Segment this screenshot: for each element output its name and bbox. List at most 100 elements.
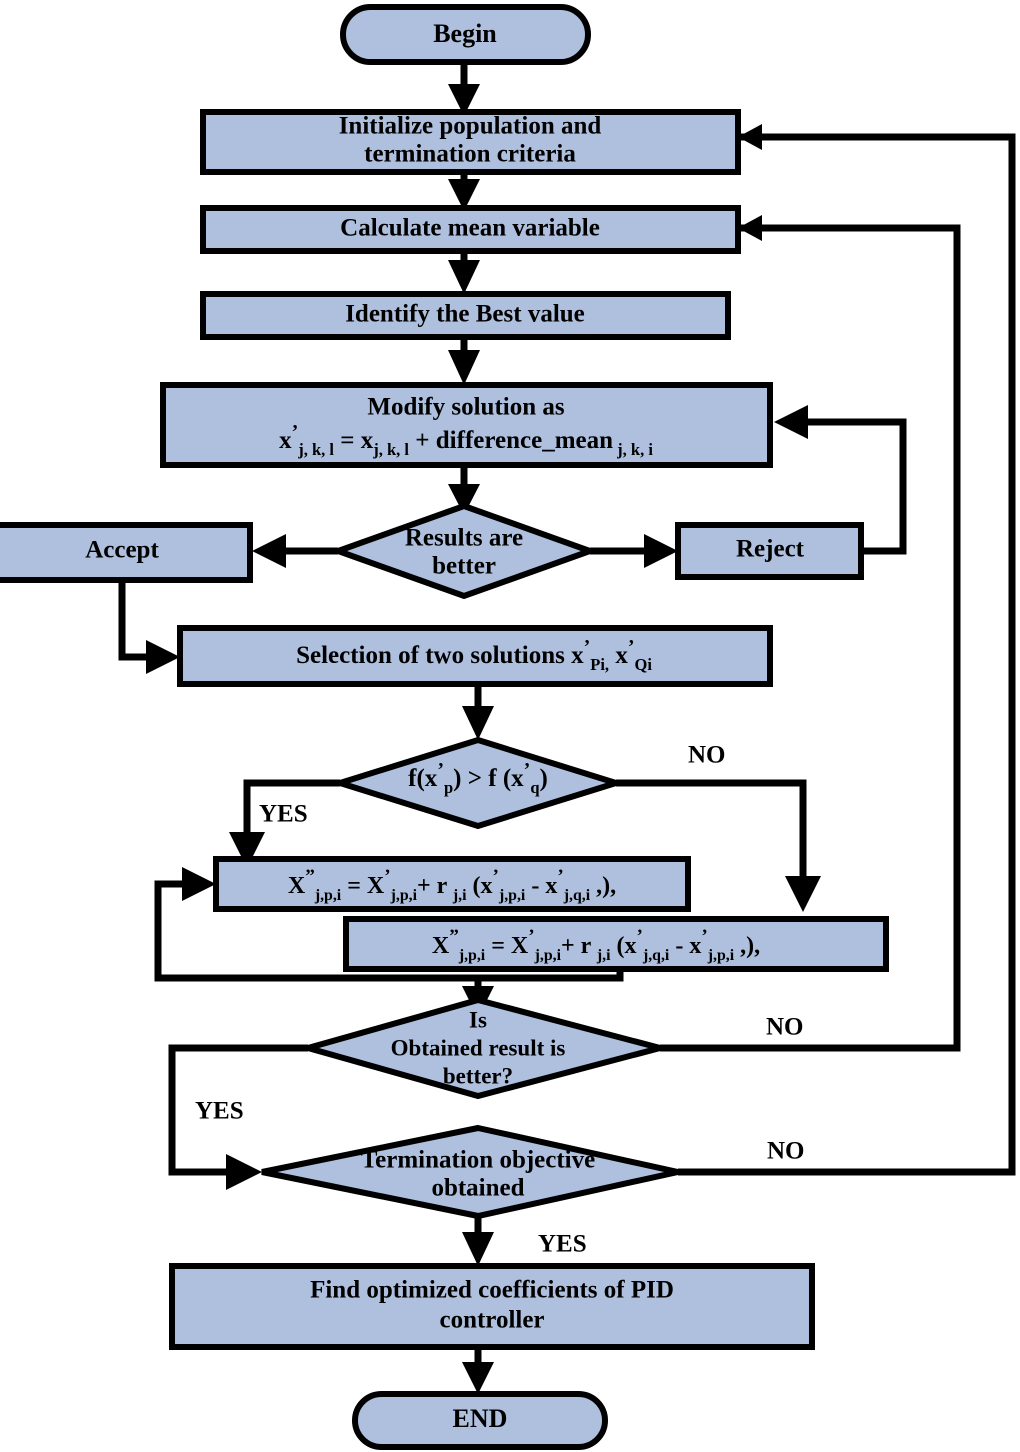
- fn-X: X: [432, 933, 450, 959]
- node-termination[interactable]: Termination objective obtained: [261, 1124, 679, 1220]
- compare-f-gt: ) > f (x: [453, 765, 524, 792]
- fy-prime3: ’: [493, 866, 499, 887]
- node-initialize-line1: Initialize population and: [339, 113, 602, 140]
- node-end[interactable]: END: [352, 1391, 608, 1450]
- fy-sub1: j,p,i: [314, 887, 342, 904]
- edge-label-obtained-yes: YES: [195, 1098, 244, 1125]
- modify-term: difference_mean: [436, 427, 613, 454]
- fn-prime3: ’: [637, 926, 643, 947]
- edge-begin-to-initialize: [448, 62, 480, 116]
- node-selection-label: Selection of two solutions x’Pi, x’Qi: [296, 636, 652, 674]
- edge-compare-no-to-formula-no: [616, 779, 821, 912]
- fy-sub2: j,p,i: [390, 887, 418, 904]
- edge-label-compare-no: NO: [688, 742, 726, 769]
- modify-lhs-sub: j, k, l: [297, 440, 334, 459]
- selection-x2-prime: ’: [628, 636, 635, 658]
- fy-plus: + r: [417, 873, 453, 899]
- node-modify-formula: x’j, k, l = xj, k, l + difference_mean j…: [279, 421, 653, 459]
- fn-dprime: ”: [449, 926, 459, 947]
- selection-x1-sub: Pi,: [590, 655, 609, 674]
- selection-x1: x: [571, 642, 584, 669]
- node-accept[interactable]: Accept: [0, 522, 253, 583]
- node-find-pid-line2: controller: [439, 1307, 544, 1334]
- node-calculate-mean[interactable]: Calculate mean variable: [200, 205, 741, 254]
- node-results-better-line1: Results are: [405, 525, 523, 552]
- node-compare-f[interactable]: f(x’p) > f (x’q): [329, 736, 627, 830]
- node-obtained-better-line1: Is: [469, 1007, 487, 1032]
- fn-paren: (x: [611, 933, 637, 959]
- fn-sub1: j,p,i: [458, 947, 486, 964]
- node-identify-best[interactable]: Identify the Best value: [200, 291, 731, 340]
- fn-sub5: j,p,i: [707, 947, 735, 964]
- node-accept-label: Accept: [85, 537, 159, 564]
- node-formula-yes-label: X”j,p,i = X’j,p,i+ r j,i (x’j,p,i - x’j,…: [288, 866, 616, 903]
- edge-calculate-mean-to-identify-best: [448, 251, 480, 294]
- fn-prime2: ’: [528, 926, 534, 947]
- node-formula-yes[interactable]: X”j,p,i = X’j,p,i+ r j,i (x’j,p,i - x’j,…: [213, 856, 691, 912]
- compare-f-open: f(x: [408, 765, 438, 792]
- edge-label-obtained-no: NO: [766, 1014, 804, 1041]
- fy-minus: - x: [525, 873, 557, 899]
- fy-sub4: j,p,i: [498, 887, 526, 904]
- node-formula-no-label: X”j,p,i = X’j,p,i+ r j,i (x’j,q,i - x’j,…: [432, 926, 760, 963]
- node-obtained-better[interactable]: Is Obtained result is better?: [296, 996, 672, 1100]
- compare-f-close: ): [540, 765, 548, 792]
- node-initialize-line2: termination criteria: [364, 141, 576, 168]
- fy-prime4: ’: [557, 866, 563, 887]
- node-compare-f-label: f(x’p) > f (x’q): [408, 759, 548, 797]
- modify-lhs-prime: ’: [292, 421, 299, 443]
- node-results-better[interactable]: Results are better: [329, 502, 599, 600]
- selection-x2-sub: Qi: [634, 655, 652, 674]
- node-begin[interactable]: Begin: [340, 4, 591, 65]
- fy-prime2: ’: [384, 866, 390, 887]
- edge-termination-no-to-initialize: [678, 124, 1016, 1176]
- node-calculate-mean-label: Calculate mean variable: [340, 215, 600, 242]
- compare-f-prime2: ’: [524, 759, 531, 781]
- node-modify-line1: Modify solution as: [367, 394, 565, 421]
- selection-x1-prime: ’: [584, 636, 591, 658]
- fn-tail: ,),: [734, 933, 760, 959]
- fn-minus: - x: [669, 933, 701, 959]
- node-obtained-better-line3: better?: [443, 1063, 513, 1088]
- node-termination-line2: obtained: [431, 1175, 524, 1202]
- modify-rhs-sub: j, k, l: [372, 440, 409, 459]
- compare-f-sub-p: p: [444, 778, 453, 797]
- fy-sub3: j,i: [452, 887, 467, 904]
- modify-rhs-base: x: [361, 427, 374, 454]
- node-formula-no[interactable]: X”j,p,i = X’j,p,i+ r j,i (x’j,q,i - x’j,…: [343, 916, 889, 972]
- fn-eq: = X: [485, 933, 529, 959]
- modify-lhs-base: x: [279, 427, 292, 454]
- node-obtained-better-line2: Obtained result is: [391, 1035, 566, 1060]
- edge-label-termination-no: NO: [767, 1138, 805, 1165]
- node-selection[interactable]: Selection of two solutions x’Pi, x’Qi: [177, 625, 773, 687]
- fn-sub2: j,p,i: [534, 947, 562, 964]
- node-results-better-line2: better: [432, 553, 496, 580]
- edge-find-pid-to-end: [462, 1347, 494, 1394]
- edge-compare-yes-to-formula-yes: [229, 779, 340, 868]
- edge-results-better-to-reject: [590, 534, 678, 568]
- node-find-pid[interactable]: Find optimized coefficients of PID contr…: [169, 1263, 815, 1350]
- edge-accept-to-selection: [118, 580, 180, 674]
- fn-sub3: j,i: [596, 947, 611, 964]
- edge-reject-to-modify: [774, 405, 907, 555]
- selection-x2: x: [609, 642, 628, 669]
- node-modify-solution[interactable]: Modify solution as x’j, k, l = xj, k, l …: [160, 382, 773, 468]
- edge-modify-to-results-better: [448, 465, 480, 515]
- compare-f-prime1: ’: [437, 759, 444, 781]
- edge-selection-to-compare: [462, 684, 494, 740]
- edge-label-termination-yes: YES: [538, 1231, 587, 1258]
- node-initialize[interactable]: Initialize population and termination cr…: [200, 109, 741, 175]
- edge-termination-yes-to-find-pid: [462, 1212, 494, 1266]
- node-identify-best-label: Identify the Best value: [345, 301, 585, 328]
- node-reject[interactable]: Reject: [675, 522, 864, 580]
- modify-eq: =: [334, 427, 361, 454]
- edge-obtained-yes-to-termination: [168, 1044, 308, 1190]
- fn-sub4: j,q,i: [642, 947, 670, 964]
- edge-obtained-no-to-calculate-mean: [660, 215, 961, 1052]
- fn-plus: + r: [561, 933, 597, 959]
- edge-results-better-to-accept: [252, 534, 338, 568]
- modify-term-sub2: j, k, i: [616, 440, 653, 459]
- node-find-pid-line1: Find optimized coefficients of PID: [310, 1277, 674, 1304]
- fy-paren: (x: [467, 873, 493, 899]
